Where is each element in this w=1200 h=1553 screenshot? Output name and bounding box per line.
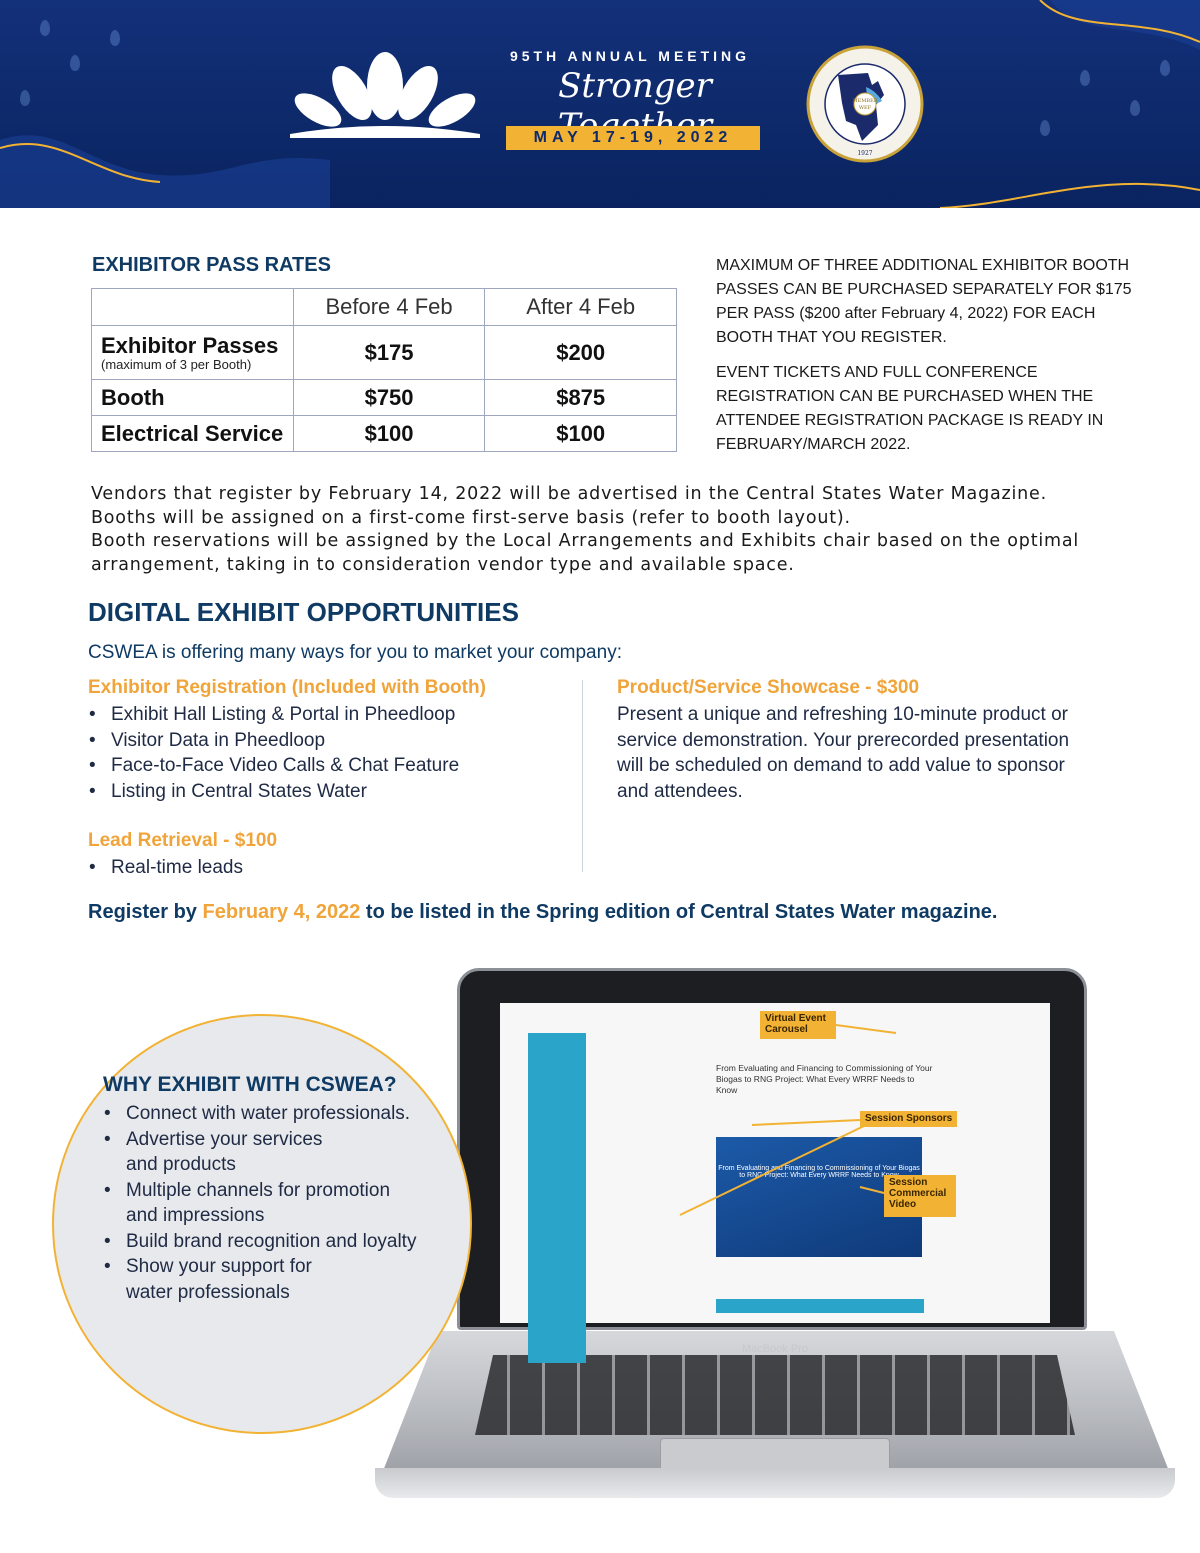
row-sublabel: (maximum of 3 per Booth) [101,357,252,372]
row-label: Electrical Service [91,415,294,452]
additional-passes-note: MAXIMUM OF THREE ADDITIONAL EXHIBITOR BO… [716,257,1132,346]
row-label: Exhibitor Passes (maximum of 3 per Booth… [91,325,294,380]
list-item: Build brand recognition and loyalty [104,1229,444,1255]
vendor-line: Vendors that register by February 14, 20… [91,484,1047,504]
list-item: Face-to-Face Video Calls & Chat Feature [89,753,459,779]
table-row: Booth $750 $875 [91,379,677,416]
price-after: $200 [484,325,677,380]
decorative-waves [0,0,1200,208]
header-cell-after: After 4 Feb [484,288,677,326]
price-before: $100 [292,415,486,452]
event-dates: MAY 17-19, 2022 [506,126,760,150]
list-item: Connect with water professionals. [104,1101,444,1127]
callout-carousel: Virtual Event Carousel [760,1011,836,1039]
rates-table: Before 4 Feb After 4 Feb Exhibitor Passe… [91,288,677,452]
register-suffix: to be listed in the Spring edition of Ce… [360,901,998,923]
seal-wef: WEF [859,105,872,111]
laptop-lid: From Evaluating and Financing to Commiss… [457,968,1087,1363]
vendor-info: Vendors that register by February 14, 20… [91,483,1151,577]
sponsors-bar [716,1299,924,1313]
session-title: From Evaluating and Financing to Commiss… [716,1063,933,1095]
callout-arrows [679,1024,897,1216]
lead-retrieval-list: Real-time leads [89,855,243,881]
showcase-title: Product/Service Showcase - $300 [617,677,920,698]
header-cell-before: Before 4 Feb [292,288,486,326]
price-before: $750 [292,379,486,416]
rates-heading: EXHIBITOR PASS RATES [92,254,331,276]
laptop-screen: From Evaluating and Financing to Commiss… [500,1003,1050,1363]
why-list: Connect with water professionals. Advert… [104,1101,444,1305]
association-seal-icon: MEMBER WEF 1927 [806,45,924,163]
seal-year: 1927 [857,150,872,157]
list-item: Real-time leads [89,855,243,881]
list-item: Visitor Data in Pheedloop [89,728,459,754]
seal-member: MEMBER [853,98,878,104]
list-item: Listing in Central States Water [89,779,459,805]
price-before: $175 [292,325,486,380]
column-divider [582,680,583,872]
row-label-text: Exhibitor Passes [101,333,279,358]
vendor-line: Booth reservations will be assigned by t… [91,531,1080,551]
callout-video: Session Commercial Video [884,1175,956,1217]
exhibitor-registration-list: Exhibit Hall Listing & Portal in Pheedlo… [89,702,459,804]
register-date: February 4, 2022 [202,901,361,923]
list-item: Advertise your services and products [104,1127,344,1178]
splash-logo-icon [290,52,480,138]
list-item: Show your support for water professional… [104,1254,334,1305]
laptop-keyboard [475,1355,1075,1435]
event-tickets-note: EVENT TICKETS AND FULL CONFERENCE REGIST… [716,364,1104,453]
vendor-line: arrangement, taking in to consideration … [91,554,795,575]
laptop-brand: MacBook Pro [741,1343,809,1355]
digital-intro: CSWEA is offering many ways for you to m… [88,642,622,663]
laptop-front-edge [375,1468,1175,1498]
header-banner: 95TH ANNUAL MEETING Stronger Together MA… [0,0,1200,208]
price-after: $100 [484,415,677,452]
why-heading: WHY EXHIBIT WITH CSWEA? [103,1073,397,1096]
register-prefix: Register by [88,901,203,923]
callout-sponsors: Session Sponsors [860,1111,958,1127]
digital-heading: DIGITAL EXHIBIT OPPORTUNITIES [88,597,519,627]
exhibitor-registration-title: Exhibitor Registration (Included with Bo… [88,677,486,698]
row-label: Booth [91,379,294,416]
list-item: Multiple channels for promotion and impr… [104,1178,404,1229]
list-item: Exhibit Hall Listing & Portal in Pheedlo… [89,702,459,728]
meeting-label: 95TH ANNUAL MEETING [509,48,751,64]
price-after: $875 [484,379,677,416]
laptop-illustration: From Evaluating and Financing to Commiss… [375,948,1175,1548]
header-cell-empty [91,288,294,326]
vendor-line: Booths will be assigned on a first-come … [91,507,851,528]
register-callout: Register by February 4, 2022 to be liste… [88,901,997,924]
table-header-row: Before 4 Feb After 4 Feb [91,288,677,326]
table-row: Electrical Service $100 $100 [91,415,677,452]
table-row: Exhibitor Passes (maximum of 3 per Booth… [91,325,677,380]
lead-retrieval-title: Lead Retrieval - $100 [88,830,278,851]
app-sidebar [528,1033,586,1363]
showcase-description: Present a unique and refreshing 10-minut… [617,704,1070,802]
